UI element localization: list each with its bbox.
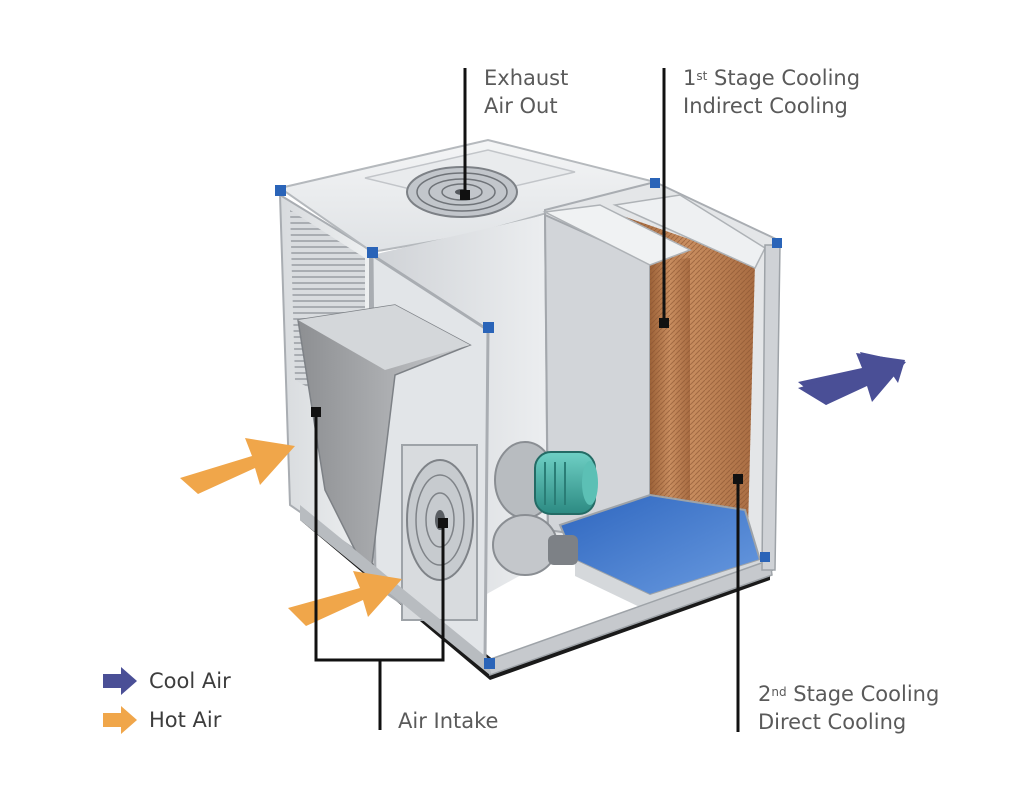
hot-air-arrow-lower [288,571,402,626]
intake-hood-top [298,305,470,370]
exhaust-label-line2: Air Out [484,94,558,118]
cool-air-arrow-main [798,352,906,405]
hot-air-arrow-upper [180,438,295,494]
right-post [761,244,781,571]
leader-lines [311,68,743,732]
motor-icon [534,451,598,565]
stage1-label-line2: Indirect Cooling [683,94,848,118]
air-intake-label: Air Intake [398,709,499,733]
stage2-label-line2: Direct Cooling [758,710,907,734]
stage2-label-line1: 2nd Stage Cooling [758,682,940,706]
legend-cool-arrow [103,667,137,695]
legend-hot-arrow [103,706,137,734]
legend-hot-label: Hot Air [149,708,222,732]
stage1-label: 1st Stage Cooling Indirect Cooling [683,64,860,120]
stage1-label-line1: 1st Stage Cooling [683,66,861,90]
legend-cool-label: Cool Air [149,669,231,693]
exhaust-label-line1: Exhaust [484,66,569,90]
corner-caps [275,178,782,669]
intake-fan-icon [401,444,478,621]
indirect-exchanger-texture [650,258,690,548]
exhaust-label: Exhaust Air Out [484,64,568,120]
indirect-exchanger-cap [542,204,692,266]
stage2-label: 2nd Stage Cooling Direct Cooling [758,680,939,736]
